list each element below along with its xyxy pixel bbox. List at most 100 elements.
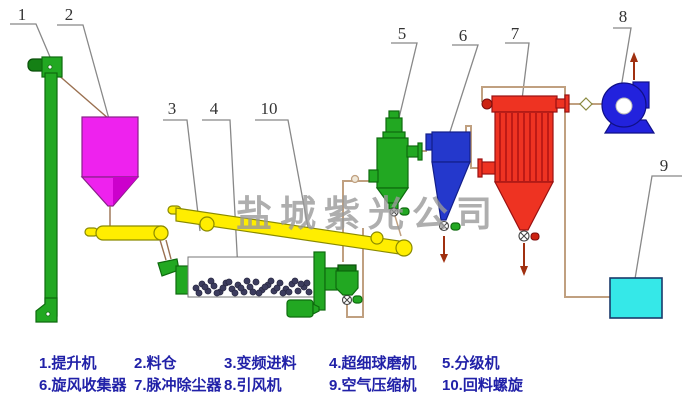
exhaust-arrowhead	[630, 52, 638, 62]
legend-item-2: 2.料仓	[134, 355, 177, 372]
valve-cross	[390, 208, 398, 216]
grinding-ball	[249, 288, 257, 296]
grinding-ball	[305, 288, 313, 296]
legend-item-9: 9.空气压缩机	[329, 377, 417, 394]
feeder-chute	[159, 239, 172, 261]
grinding-ball	[210, 282, 218, 290]
grinding-ball	[213, 289, 221, 297]
grinding-ball	[237, 284, 245, 292]
return-screw-end-cap	[395, 239, 413, 257]
mill-motor	[286, 299, 314, 318]
valve-knob	[352, 295, 363, 304]
pipe-fitting	[350, 174, 360, 184]
callout-5: 5	[398, 24, 407, 43]
valve-knob	[530, 232, 540, 241]
collector-outlet-flange	[564, 94, 570, 113]
storage-hopper	[80, 116, 140, 226]
mill-motor-shaft	[312, 303, 320, 315]
pulse-dust-collector	[477, 94, 570, 276]
filter-bags	[499, 113, 549, 181]
fan-inlet-eye	[615, 97, 633, 115]
collector-header	[491, 95, 558, 113]
pipe-discharge-loop	[346, 228, 364, 318]
grinding-ball	[255, 289, 263, 297]
legend-item-4: 4.超细球磨机	[329, 355, 417, 372]
grinding-ball	[261, 283, 269, 291]
elevator-feed-chute	[55, 72, 110, 120]
discharge-cap	[337, 264, 357, 272]
valve-knob	[399, 207, 410, 216]
classifier-motor	[385, 117, 403, 134]
leader-line-6	[447, 44, 479, 139]
valve-knob	[450, 222, 461, 231]
mill-end-plate	[313, 251, 326, 311]
cyclone-cone	[431, 161, 471, 221]
callout-6: 6	[459, 26, 468, 45]
callout-8: 8	[619, 7, 628, 26]
air-compressor	[609, 277, 663, 319]
callout-4: 4	[210, 99, 219, 118]
grinding-balls	[192, 277, 313, 297]
discharge-neck	[324, 267, 338, 291]
grinding-ball	[207, 277, 215, 285]
grinding-ball	[276, 279, 284, 287]
company-watermark: 盐城紫光公司	[236, 194, 500, 234]
mill-discharge	[324, 264, 363, 306]
grinding-ball	[303, 279, 311, 287]
pulse-valve-icon	[481, 98, 493, 110]
callout-7: 7	[511, 24, 520, 43]
callout-2: 2	[65, 5, 74, 24]
leader-line-8	[613, 27, 632, 89]
return-screw	[167, 205, 413, 257]
leader-line-9	[632, 175, 682, 292]
pipe-cyclone-to-collector	[465, 125, 480, 169]
leader-line-10	[255, 119, 311, 239]
callout-3: 3	[168, 99, 177, 118]
grinding-ball	[231, 289, 239, 297]
grinding-ball	[195, 289, 203, 297]
grinding-ball	[243, 277, 251, 285]
grinding-ball	[285, 288, 293, 296]
callout-numbers: 1 2 3 4 10 5 6 7 8 9	[18, 5, 669, 175]
leader-line-2	[57, 24, 110, 120]
conveyor-end-cap	[153, 225, 169, 241]
grinding-ball	[219, 284, 227, 292]
callout-9: 9	[660, 156, 669, 175]
classifier-outlet-flange	[417, 142, 423, 161]
legend-item-1: 1.提升机	[39, 355, 97, 372]
discharge-arrowhead	[520, 266, 528, 276]
valve-cross	[343, 296, 351, 304]
frequency-feeder	[157, 258, 193, 295]
valve-cross	[440, 222, 448, 230]
grinding-ball	[297, 280, 305, 288]
grinding-ball	[279, 289, 287, 297]
bucket-elevator	[27, 56, 110, 323]
grinding-ball	[246, 283, 254, 291]
return-screw-bearing	[199, 216, 215, 232]
grinding-ball	[267, 277, 275, 285]
grinding-ball	[273, 284, 281, 292]
valve-cross	[519, 231, 529, 241]
leader-line-3	[163, 119, 201, 232]
grinding-ball	[225, 278, 233, 286]
grinding-ball	[201, 283, 209, 291]
leader-line-1	[10, 23, 54, 65]
cyclone-body	[431, 131, 471, 163]
leader-line-4	[202, 119, 239, 272]
hopper-cone-shade	[113, 177, 138, 205]
callout-1: 1	[18, 5, 27, 24]
elevator-bolt	[47, 64, 53, 70]
feed-screw-conveyor	[84, 225, 172, 261]
duct-valve-icon	[579, 97, 593, 111]
collector-inlet-flange	[477, 158, 483, 178]
legend-item-3: 3.变频进料	[224, 355, 297, 372]
legend-item-8: 8.引风机	[224, 377, 282, 394]
classifier-inlet-stub	[368, 169, 379, 183]
elevator-column	[44, 72, 58, 317]
discharge-arrowhead	[440, 254, 448, 263]
pipe-classifier-valve-drop	[394, 215, 402, 237]
classifier-flange	[382, 131, 406, 139]
elevator-boot	[35, 297, 58, 323]
legend-item-5: 5.分级机	[442, 355, 500, 372]
legend-item-6: 6.旋风收集器	[39, 377, 127, 394]
